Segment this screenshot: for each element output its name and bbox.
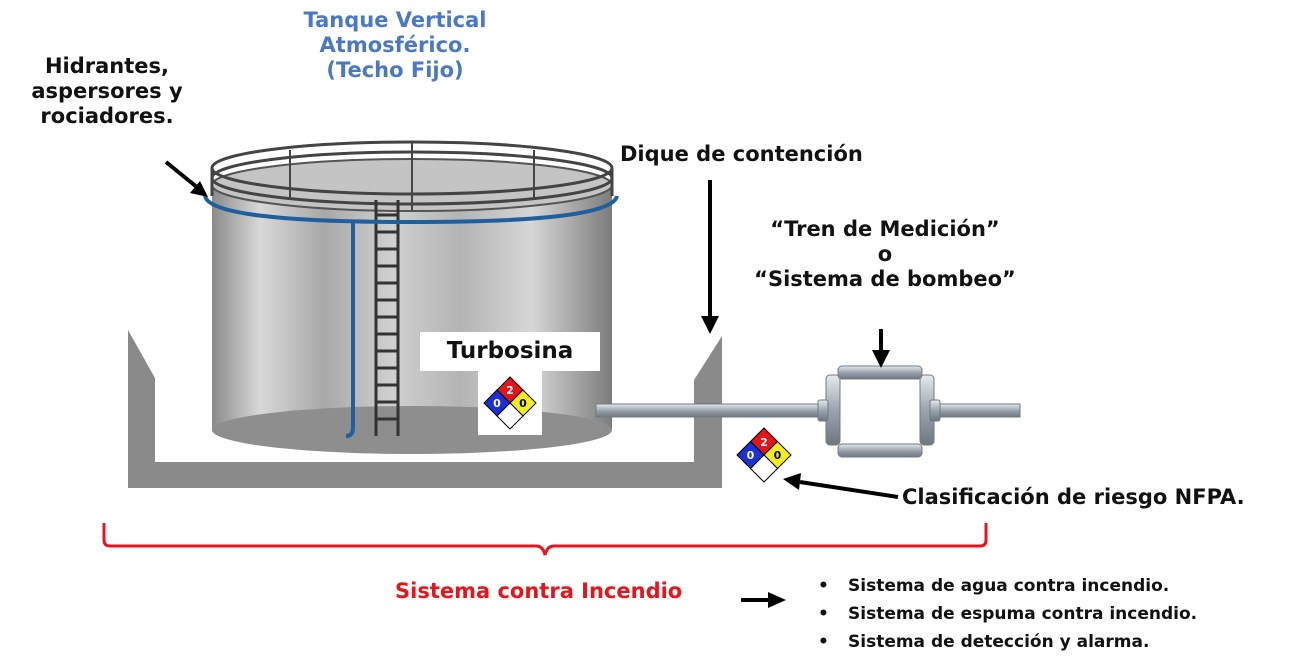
train-line3: “Sistema de bombeo” [754,266,1016,291]
arrow-manifold-head [872,350,890,368]
list-item: Sistema de agua contra incendio. [818,576,1197,604]
pipe-manifold [595,365,1021,458]
list-item: Sistema de espuma contra incendio. [818,604,1197,632]
nfpa-label: Clasificación de riesgo NFPA. [902,485,1245,509]
arrow-fire-system-head [768,592,786,608]
fire-system-brace [102,523,988,556]
list-item: Sistema de detección y alarma. [818,632,1197,660]
tank [210,140,614,454]
nfpa-health: 0 [747,449,755,462]
nfpa-reactivity: 0 [519,397,527,410]
train-line2: o [877,241,893,266]
nfpa-reactivity: 0 [774,449,782,462]
nfpa-flammability: 2 [760,436,768,449]
product-label: Turbosina [420,332,600,372]
containment-dike [128,330,722,488]
dike-label: Dique de contención [620,142,863,166]
fire-system-label: Sistema contra Incendio [395,579,683,603]
tank-title-line1: Tanque Vertical [303,8,487,32]
hydrants-line1: Hidrantes, [44,54,170,78]
train-label: “Tren de Medición” o “Sistema de bombeo” [720,217,1050,291]
nfpa-diamond-tank: 2 0 0 [478,371,542,435]
arrow-dike-head [701,316,719,334]
arrow-hydrants-head [190,181,208,197]
arrow-nfpa-head [783,473,801,490]
ladder [374,200,400,436]
nfpa-flammability: 2 [506,384,514,397]
arrow-hydrants [164,160,200,190]
tank-title-line3: (Techo Fijo) [326,57,464,82]
arrows [164,160,899,608]
sprinkler-ring [203,195,619,438]
nfpa-health: 0 [493,397,501,410]
arrow-nfpa [799,480,899,499]
fire-system-list: Sistema de agua contra incendio. Sistema… [818,576,1197,660]
hydrants-line3: rociadores. [40,103,174,128]
hydrants-label: Hidrantes, aspersores y rociadores. [2,54,212,128]
hydrants-line2: aspersores y [31,78,183,103]
tank-title: Tanque Vertical Atmosférico. (Techo Fijo… [250,8,540,82]
tank-title-line2: Atmosférico. [319,32,471,57]
train-line1: “Tren de Medición” [770,217,1000,241]
